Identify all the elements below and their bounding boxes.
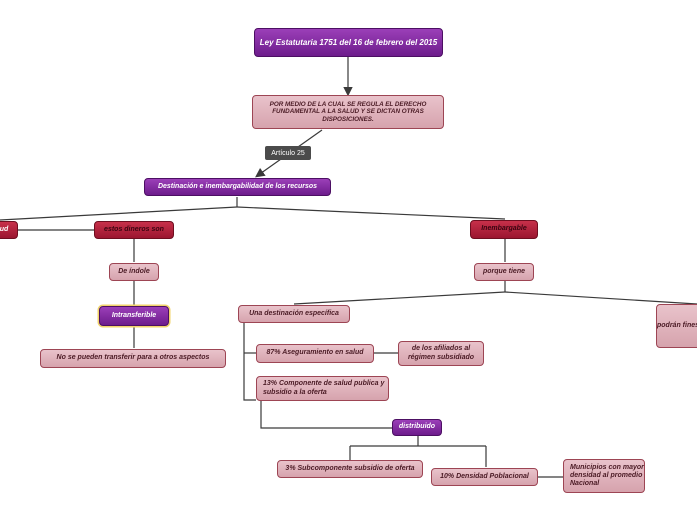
connector-destinacion-trunk: [243, 323, 256, 401]
node-de-indole[interactable]: De índole: [109, 263, 159, 281]
node-ley-estatutaria[interactable]: Ley Estatutaria 1751 del 16 de febrero d…: [254, 28, 443, 57]
node-intransferible[interactable]: Intransferible: [99, 306, 169, 326]
connector-porque-right: [504, 291, 697, 305]
node-no-se-pueden-transferir[interactable]: No se pueden transferir para a otros asp…: [40, 349, 226, 368]
connector-left-branch: [0, 206, 238, 221]
connector-label-articulo: Artículo 25: [265, 146, 311, 160]
node-municipios-densidad[interactable]: Municipios con mayor densidad al promedi…: [563, 459, 645, 493]
node-una-destinacion[interactable]: Una destinación específica: [238, 305, 350, 323]
node-componente-salud-publica[interactable]: 13% Componente de salud publica y subsid…: [256, 376, 389, 401]
node-distribuido[interactable]: distribuido: [392, 419, 442, 436]
node-densidad-poblacional[interactable]: 10% Densidad Poblacional: [431, 468, 538, 486]
node-destinacion-inembargabilidad[interactable]: Destinación e inembargabilidad de los re…: [144, 178, 331, 196]
connector-componente-distribuido: [260, 400, 392, 429]
node-estos-dineros[interactable]: estos dineros son: [94, 221, 174, 239]
node-subcomponente-oferta[interactable]: 3% Subcomponente subsidio de oferta: [277, 460, 423, 478]
node-afiliados-subsidiado[interactable]: de los afiliados al régimen subsidiado: [398, 341, 484, 366]
connector-porque-left: [293, 291, 506, 305]
node-aseguramiento[interactable]: 87% Aseguramiento en salud: [256, 344, 374, 363]
node-inembargable[interactable]: Inembargable: [470, 220, 538, 239]
connector-right-branch: [236, 206, 506, 220]
node-porque-tiene[interactable]: porque tiene: [474, 263, 534, 281]
node-regula-derecho[interactable]: POR MEDIO DE LA CUAL SE REGULA EL DERECH…: [252, 95, 444, 129]
node-salud-fragment[interactable]: ud: [0, 221, 18, 239]
node-podran-fragment[interactable]: podrán fines: [656, 304, 697, 348]
